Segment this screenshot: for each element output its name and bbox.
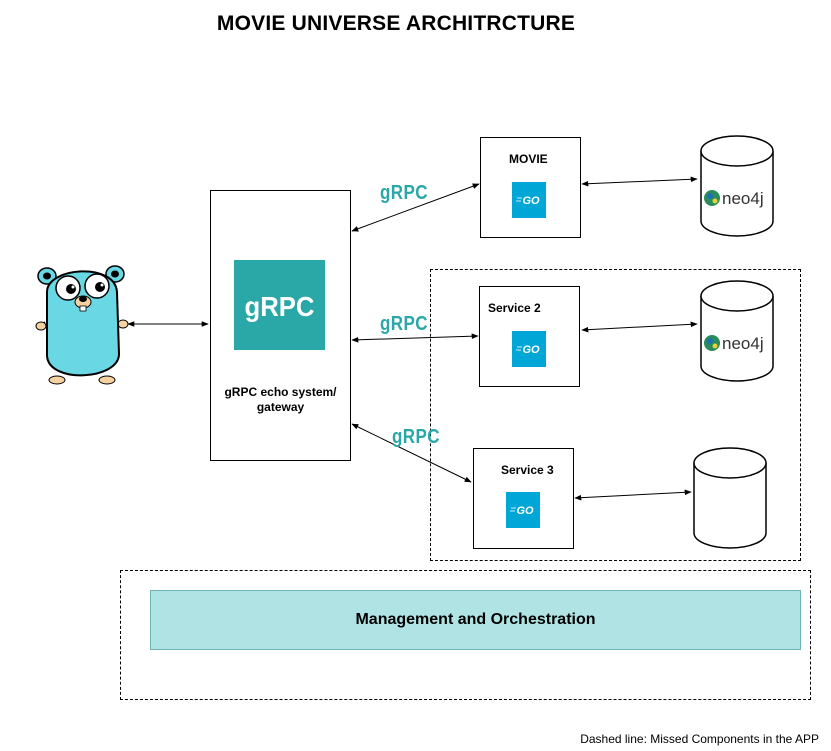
- neo4j-database-icon: neo4j: [700, 135, 774, 237]
- service3-db-arrow: [574, 489, 692, 501]
- management-orchestration-box: Management and Orchestration: [150, 590, 801, 650]
- management-boundary: [120, 570, 811, 700]
- svg-text:GO: GO: [522, 344, 540, 356]
- svg-text:GO: GO: [516, 505, 534, 517]
- gateway-label-line2: gateway: [256, 400, 305, 414]
- gateway-label: gRPC echo system/ gateway: [211, 385, 350, 415]
- gateway-service2-arrow: [351, 333, 479, 343]
- gateway-movie-arrow: [351, 183, 480, 232]
- grpc-protocol-label: gRPC: [380, 313, 428, 335]
- service2-db-arrow: [581, 321, 698, 333]
- movie-db-arrow: [581, 176, 698, 187]
- service2-box: [479, 286, 580, 387]
- go-logo-icon: GO: [512, 331, 546, 367]
- missing-components-boundary: [430, 269, 801, 561]
- neo4j-database-icon: neo4j: [700, 280, 774, 382]
- grpc-gateway-box: [210, 190, 351, 461]
- svg-text:GO: GO: [522, 195, 540, 207]
- grpc-protocol-label: gRPC: [392, 426, 440, 448]
- gateway-service3-arrow: [351, 423, 472, 483]
- grpc-protocol-label: gRPC: [380, 182, 428, 204]
- gopher-mascot-icon: [35, 265, 129, 385]
- grpc-logo-icon: gRPC: [234, 260, 325, 350]
- database-icon: [693, 447, 767, 549]
- movie-service-label: MOVIE: [509, 152, 548, 166]
- grpc-logo-text: gRPC: [245, 291, 315, 322]
- service2-label: Service 2: [488, 301, 541, 315]
- go-logo-icon: GO: [506, 492, 540, 528]
- svg-text:neo4j: neo4j: [722, 334, 764, 353]
- management-label: Management and Orchestration: [355, 611, 596, 628]
- diagram-title: MOVIE UNIVERSE ARCHITRCTURE: [216, 12, 576, 35]
- go-logo-icon: GO: [512, 182, 546, 218]
- svg-text:neo4j: neo4j: [722, 189, 764, 208]
- legend-footnote: Dashed line: Missed Components in the AP…: [580, 732, 819, 746]
- service3-label: Service 3: [501, 463, 554, 477]
- gateway-label-line1: gRPC echo system/: [224, 385, 337, 399]
